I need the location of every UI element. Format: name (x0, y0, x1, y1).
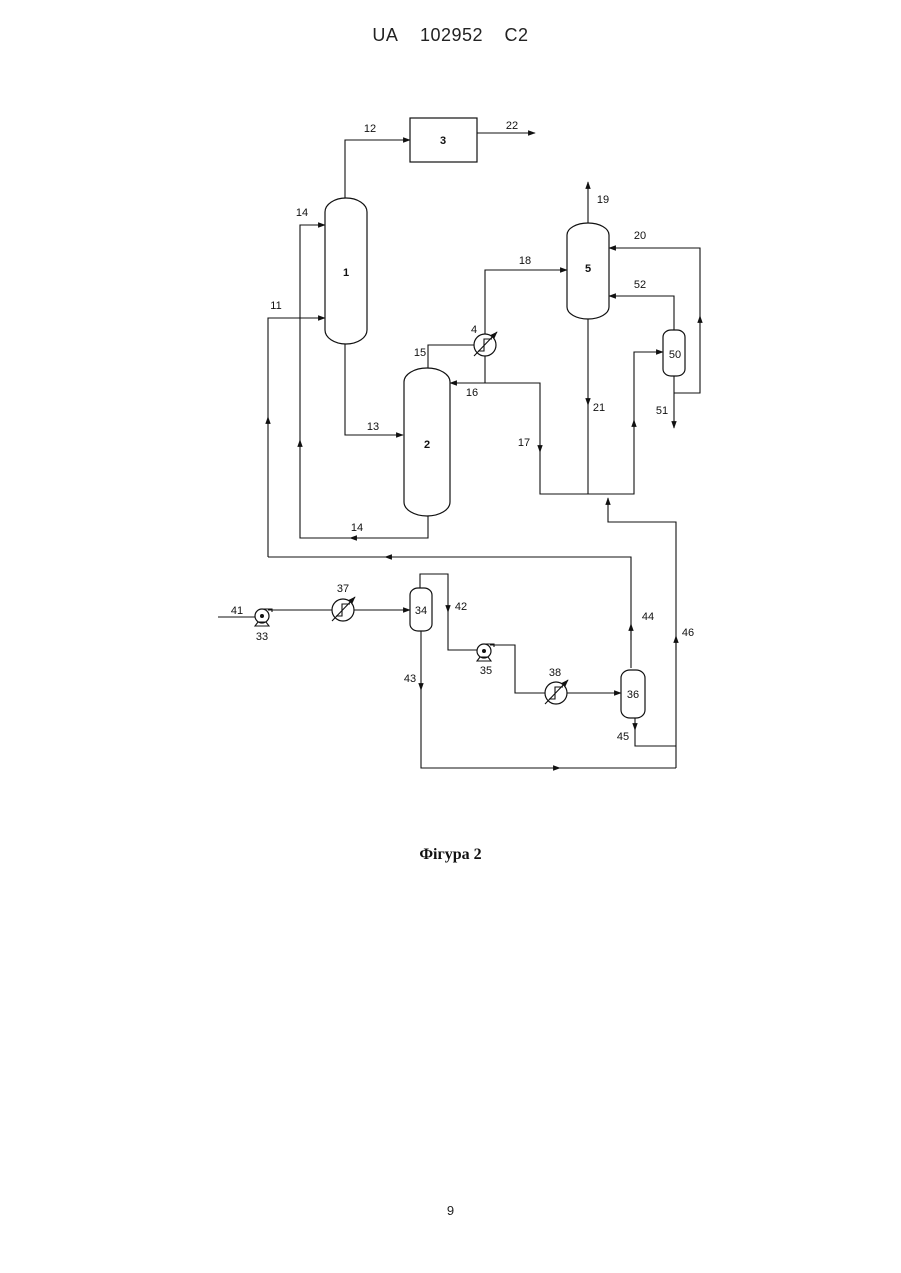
stream-45-lower-line (635, 728, 676, 746)
pump-35-icon (477, 644, 494, 661)
stream-43-label: 43 (404, 673, 416, 685)
stream-21-label: 21 (593, 402, 605, 414)
stream-52-line (609, 296, 674, 330)
stream-14-upper-line (300, 225, 325, 442)
unit-1-label: 1 (343, 267, 349, 279)
unit-4-label: 4 (471, 324, 477, 336)
stream-14b-label: 14 (351, 522, 363, 534)
stream-42-label: 42 (455, 601, 467, 613)
stream-46-label: 46 (682, 627, 694, 639)
pump-35-to-38-line (490, 645, 545, 693)
stream-18-line (485, 270, 567, 335)
stream-22-label: 22 (506, 120, 518, 132)
unit-50-label: 50 (669, 349, 681, 361)
heat-exchanger-38-icon (545, 680, 568, 704)
unit-35-label: 35 (480, 665, 492, 677)
equipment (255, 118, 685, 718)
unit-labels: 1 2 3 4 5 50 34 36 37 38 33 35 (256, 135, 681, 701)
unit-2-label: 2 (424, 439, 430, 451)
unit-37-label: 37 (337, 583, 349, 595)
stream-45-label: 45 (617, 731, 629, 743)
stream-51-label: 51 (656, 405, 668, 417)
unit-34-label: 34 (415, 605, 427, 617)
stream-20-line (609, 248, 700, 318)
stream-46-line (608, 498, 676, 768)
stream-42-lower-line (448, 610, 478, 650)
stream-15-label: 15 (414, 347, 426, 359)
unit-3-label: 3 (440, 135, 446, 147)
stream-17-line (485, 383, 540, 452)
stream-41-label: 41 (231, 605, 243, 617)
pump-33-icon (255, 609, 272, 626)
stream-11-feed-line (268, 318, 325, 420)
figure-caption: Фігура 2 (0, 846, 901, 864)
mix-header-line (590, 420, 634, 494)
unit-36-label: 36 (627, 689, 639, 701)
unit-38-label: 38 (549, 667, 561, 679)
stream-43-lower-line (421, 688, 560, 768)
stream-11-label: 11 (270, 300, 281, 312)
stream-52-label: 52 (634, 279, 646, 291)
unit-33-label: 33 (256, 631, 268, 643)
stream-15-line (428, 345, 475, 368)
stream-17-label: 17 (518, 437, 530, 449)
stream-19-label: 19 (597, 194, 609, 206)
page-number: 9 (0, 1203, 901, 1218)
stream-13-label: 13 (367, 421, 379, 433)
heat-exchanger-4-icon (474, 332, 497, 356)
stream-14-riser-line (300, 440, 352, 538)
heat-exchanger-37-icon (332, 597, 355, 621)
stream-18-label: 18 (519, 255, 531, 267)
stream-16-line (450, 355, 485, 383)
stream-12-line (345, 140, 410, 198)
stream-16-label: 16 (466, 387, 478, 399)
unit-5-label: 5 (585, 263, 591, 275)
stream-20-label: 20 (634, 230, 646, 242)
stream-12-label: 12 (364, 123, 376, 135)
stream-17-lower-line (540, 450, 590, 494)
stream-14a-label: 14 (296, 207, 308, 219)
stream-44-label: 44 (642, 611, 654, 623)
